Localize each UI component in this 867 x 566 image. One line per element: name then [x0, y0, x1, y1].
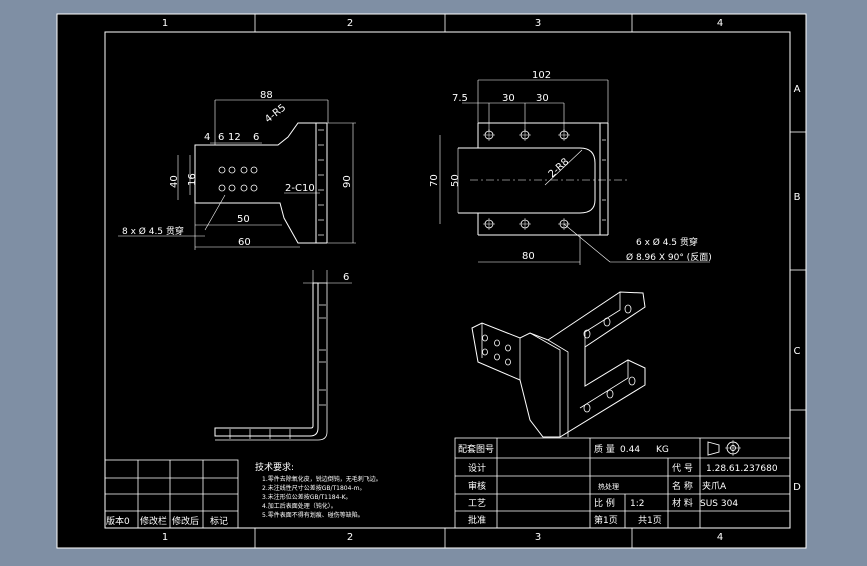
tb-approve-label: 批准 [468, 514, 486, 526]
front-view: 88 4-R5 4 6 12 6 16 40 2-C10 90 50 60 8 … [118, 90, 356, 250]
front-dim-50: 50 [237, 214, 250, 225]
tb-scale-value: 1:2 [630, 499, 644, 509]
tb-process-label: 工艺 [468, 498, 486, 509]
revision-header-version: 版本0 [106, 515, 130, 527]
side-dim-6: 6 [343, 272, 349, 283]
top-hole-note-2: Ø 8.96 X 90° (反面) [626, 252, 712, 263]
tb-code-label: 代 号 [672, 463, 693, 474]
zone-number-4: 4 [717, 18, 723, 29]
top-dim-50: 50 [450, 174, 461, 187]
top-view-slot [458, 147, 596, 214]
tb-code-value: 1.28.61.237680 [706, 464, 778, 474]
tb-name-label: 名 称 [672, 480, 693, 492]
top-dim-30a: 30 [502, 93, 515, 104]
zone-number-1-bottom: 1 [162, 532, 168, 543]
side-view-outline [214, 282, 319, 437]
revision-header-mark: 标记 [210, 515, 228, 527]
zone-number-3: 3 [535, 18, 541, 29]
front-dim-12: 12 [228, 132, 241, 143]
zone-number-3-bottom: 3 [535, 532, 541, 543]
tb-name-value: 夹爪A [702, 480, 727, 492]
zone-letter-d: D [793, 482, 801, 493]
zone-letter-b: B [794, 192, 801, 203]
top-dim-102: 102 [532, 70, 551, 81]
tb-pei-tao-label: 配套图号 [458, 443, 494, 455]
tb-mass-label: 质 量 [594, 443, 615, 455]
front-hole-note: 8 x Ø 4.5 贯穿 [122, 225, 184, 237]
top-dim-30b: 30 [536, 93, 549, 104]
tb-design-label: 设计 [468, 462, 486, 474]
revision-header-after: 修改后 [172, 515, 199, 527]
front-dim-16: 16 [187, 173, 198, 186]
tech-note-4: 4.加工后表面处理（钝化）。 [262, 502, 337, 510]
tech-note-2: 2.未注线性尺寸公差按GB/T1804-m。 [262, 484, 365, 492]
projection-symbol-icon [707, 440, 741, 456]
front-dim-90: 90 [342, 175, 353, 188]
tech-note-1: 1.零件去除氧化皮，锐边倒钝，无毛刺飞边。 [262, 475, 382, 483]
tb-mass-value: 0.44 [620, 445, 640, 455]
zone-number-2: 2 [347, 18, 353, 29]
revision-table: 版本0 修改栏 修改后 标记 [104, 459, 239, 529]
tb-page-label: 第1页 [594, 514, 618, 526]
top-dim-7-5: 7.5 [452, 93, 468, 104]
front-dim-6b: 6 [253, 132, 259, 143]
front-holes [218, 166, 258, 192]
revision-header-column: 修改栏 [140, 515, 167, 527]
zone-letter-c: C [794, 346, 801, 357]
title-block: 配套图号 质 量 0.44 KG 设计 代 号 1.28.61.237680 审… [454, 437, 791, 529]
front-dim-6a: 6 [218, 132, 224, 143]
tech-note-3: 3.未注形位公差按GB/T1184-K。 [262, 493, 352, 501]
top-hole-note-1: 6 x Ø 4.5 贯穿 [636, 236, 698, 248]
tb-material-label: 材 料 [672, 497, 693, 509]
front-dim-2c10: 2-C10 [285, 183, 315, 194]
inner-frame [104, 31, 791, 529]
top-dim-70: 70 [429, 174, 440, 187]
tb-review-label: 审核 [468, 480, 486, 492]
zone-number-2-bottom: 2 [347, 532, 353, 543]
drawing-sheet [56, 13, 807, 549]
tb-total-label: 共1页 [638, 515, 662, 526]
front-dim-88: 88 [260, 90, 273, 101]
tech-notes-title: 技术要求: [255, 461, 294, 473]
front-dim-60: 60 [238, 237, 251, 248]
tech-notes: 技术要求: 1.零件去除氧化皮，锐边倒钝，无毛刺飞边。 2.未注线性尺寸公差按G… [255, 461, 382, 519]
isometric-view [471, 291, 646, 438]
tb-scale-label: 比 例 [594, 497, 615, 509]
side-view: 6 [214, 270, 352, 441]
front-dim-40: 40 [169, 175, 180, 188]
top-dim-80: 80 [522, 251, 535, 262]
tb-heat-label: 热处理 [598, 482, 619, 491]
zone-number-4-bottom: 4 [717, 532, 723, 543]
zone-letter-a: A [794, 84, 801, 95]
tb-material-value: SUS 304 [700, 499, 738, 509]
front-dim-4: 4 [204, 132, 210, 143]
zone-ticks [254, 14, 806, 548]
zone-number-1: 1 [162, 18, 168, 29]
tb-mass-unit: KG [656, 445, 669, 455]
tech-note-5: 5.零件表面不得有划痕、碰伤等缺陷。 [262, 511, 364, 519]
isometric-holes [482, 304, 636, 413]
